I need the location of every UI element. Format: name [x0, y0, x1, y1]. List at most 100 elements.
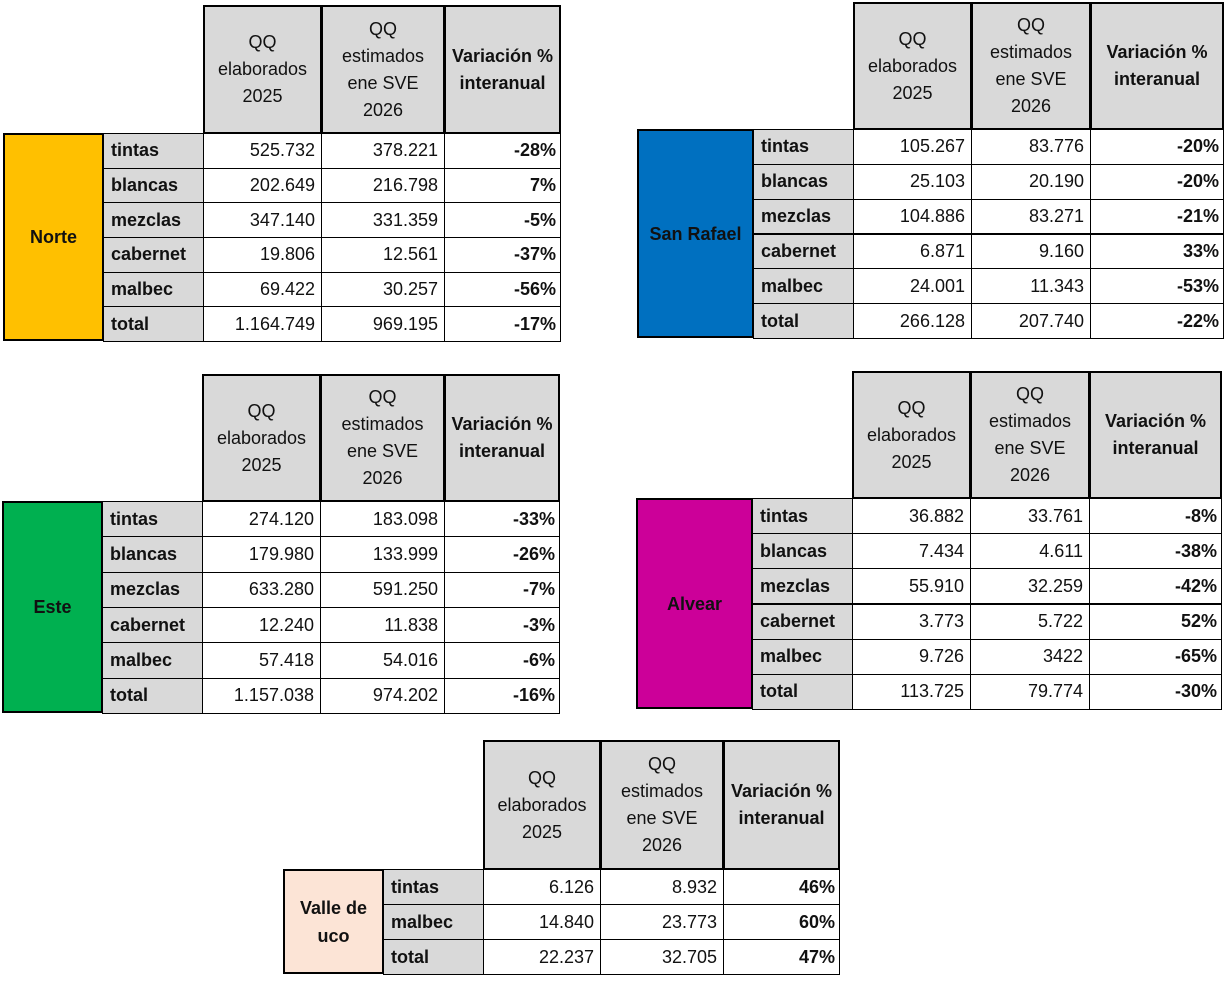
- qq-2025-value: 55.910: [852, 568, 971, 605]
- row-label: malbec: [753, 268, 854, 305]
- row-label: mezclas: [753, 198, 854, 235]
- variation-value: -37%: [444, 237, 561, 273]
- row-label: malbec: [102, 642, 203, 679]
- variation-value: -20%: [1090, 163, 1224, 200]
- region-label: Valle de uco: [283, 869, 384, 974]
- header-variacion: Variación % interanual: [444, 374, 560, 502]
- qq-2026-value: 33.761: [970, 498, 1090, 535]
- variation-value: -33%: [444, 501, 560, 538]
- row-label: tintas: [102, 501, 203, 538]
- row-label: blancas: [752, 533, 853, 570]
- variation-value: -38%: [1089, 533, 1222, 570]
- variation-value: -21%: [1090, 198, 1224, 235]
- row-label: cabernet: [752, 603, 853, 640]
- row-label: cabernet: [753, 233, 854, 270]
- qq-2026-value: 969.195: [321, 306, 445, 342]
- qq-2026-value: 11.343: [971, 268, 1091, 305]
- qq-2025-value: 3.773: [852, 603, 971, 640]
- qq-2026-value: 216.798: [321, 167, 445, 204]
- region-label: Norte: [3, 133, 104, 341]
- row-label: blancas: [103, 167, 204, 204]
- variation-value: 33%: [1090, 233, 1224, 270]
- qq-2026-value: 974.202: [320, 677, 445, 714]
- qq-2025-value: 202.649: [203, 167, 322, 204]
- header-qq-elaborados: QQ elaborados 2025: [203, 5, 322, 134]
- qq-2025-value: 633.280: [202, 571, 321, 608]
- qq-2025-value: 1.164.749: [203, 306, 322, 342]
- variation-value: -7%: [444, 571, 560, 608]
- qq-2026-value: 83.271: [971, 198, 1091, 235]
- header-variacion: Variación % interanual: [1089, 371, 1222, 499]
- row-label: malbec: [752, 638, 853, 675]
- qq-2026-value: 30.257: [321, 271, 445, 308]
- qq-2025-value: 6.871: [853, 233, 972, 270]
- row-label: tintas: [752, 498, 853, 535]
- qq-2025-value: 36.882: [852, 498, 971, 535]
- qq-2025-value: 69.422: [203, 271, 322, 308]
- variation-value: 7%: [444, 167, 561, 204]
- row-label: total: [102, 677, 203, 714]
- variation-value: -17%: [444, 306, 561, 342]
- qq-2025-value: 525.732: [203, 133, 322, 169]
- variation-value: -53%: [1090, 268, 1224, 305]
- variation-value: 47%: [723, 939, 840, 975]
- row-label: cabernet: [103, 237, 204, 273]
- variation-value: -30%: [1089, 673, 1222, 710]
- qq-2026-value: 32.705: [600, 939, 724, 975]
- variation-value: -6%: [444, 642, 560, 679]
- qq-2025-value: 7.434: [852, 533, 971, 570]
- row-label: blancas: [753, 163, 854, 200]
- header-variacion: Variación % interanual: [723, 740, 840, 870]
- variation-value: 60%: [723, 904, 840, 940]
- row-label: mezclas: [102, 571, 203, 608]
- qq-2026-value: 207.740: [971, 303, 1091, 339]
- qq-2025-value: 105.267: [853, 129, 972, 165]
- row-label: total: [752, 673, 853, 710]
- qq-2025-value: 179.980: [202, 536, 321, 573]
- qq-2026-value: 331.359: [321, 202, 445, 238]
- header-qq-elaborados: QQ elaborados 2025: [483, 740, 601, 870]
- header-qq-elaborados: QQ elaborados 2025: [852, 371, 971, 499]
- variation-value: -28%: [444, 133, 561, 169]
- qq-2025-value: 266.128: [853, 303, 972, 339]
- qq-2026-value: 3422: [970, 638, 1090, 675]
- header-qq-estimados: QQ estimados ene SVE 2026: [321, 5, 445, 134]
- header-variacion: Variación % interanual: [444, 5, 561, 134]
- header-qq-elaborados: QQ elaborados 2025: [853, 2, 972, 130]
- qq-2026-value: 11.838: [320, 607, 445, 644]
- variation-value: -65%: [1089, 638, 1222, 675]
- row-label: malbec: [383, 904, 484, 940]
- qq-2025-value: 1.157.038: [202, 677, 321, 714]
- row-label: total: [383, 939, 484, 975]
- variation-value: -5%: [444, 202, 561, 238]
- qq-2025-value: 14.840: [483, 904, 601, 940]
- qq-2025-value: 12.240: [202, 607, 321, 644]
- variation-value: -20%: [1090, 129, 1224, 165]
- qq-2026-value: 83.776: [971, 129, 1091, 165]
- header-qq-estimados: QQ estimados ene SVE 2026: [320, 374, 445, 502]
- qq-2025-value: 9.726: [852, 638, 971, 675]
- qq-2026-value: 5.722: [970, 603, 1090, 640]
- qq-2026-value: 8.932: [600, 869, 724, 905]
- qq-2025-value: 57.418: [202, 642, 321, 679]
- row-label: blancas: [102, 536, 203, 573]
- qq-2026-value: 12.561: [321, 237, 445, 273]
- qq-2025-value: 6.126: [483, 869, 601, 905]
- qq-2026-value: 591.250: [320, 571, 445, 608]
- qq-2026-value: 23.773: [600, 904, 724, 940]
- variation-value: -16%: [444, 677, 560, 714]
- row-label: tintas: [753, 129, 854, 165]
- qq-2026-value: 54.016: [320, 642, 445, 679]
- row-label: tintas: [103, 133, 204, 169]
- row-label: total: [753, 303, 854, 339]
- row-label: mezclas: [103, 202, 204, 238]
- row-label: malbec: [103, 271, 204, 308]
- qq-2026-value: 20.190: [971, 163, 1091, 200]
- region-label: San Rafael: [637, 129, 754, 338]
- qq-2026-value: 79.774: [970, 673, 1090, 710]
- variation-value: -56%: [444, 271, 561, 308]
- header-qq-estimados: QQ estimados ene SVE 2026: [971, 2, 1091, 130]
- region-label: Alvear: [636, 498, 753, 709]
- row-label: total: [103, 306, 204, 342]
- qq-2026-value: 183.098: [320, 501, 445, 538]
